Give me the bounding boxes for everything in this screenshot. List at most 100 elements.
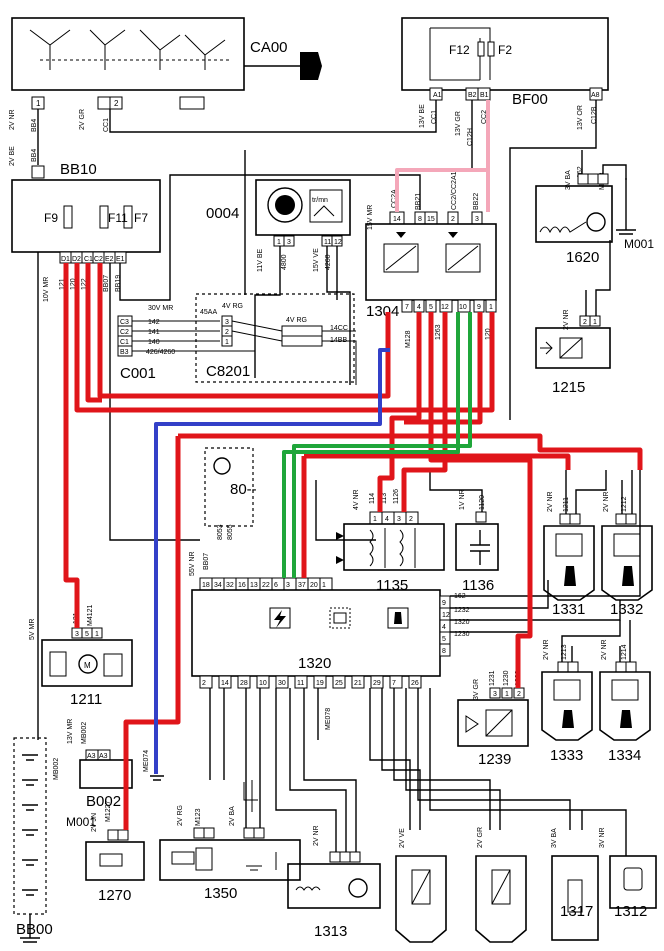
ecu-right-pins-pin-label: 9 (442, 600, 446, 607)
c1331-label: 1331 (552, 601, 585, 618)
fuse-f2: F2 (498, 43, 512, 57)
bb00-label: BB00 (16, 921, 53, 938)
bf00-label: BF00 (512, 91, 548, 108)
svg-text:4: 4 (385, 516, 389, 523)
ecu-bottom-pins-pin-label: 28 (240, 680, 248, 687)
svg-text:141: 141 (148, 329, 160, 336)
wire-blue (154, 348, 390, 774)
fuse-f9: F9 (44, 211, 58, 225)
bf00-box (401, 17, 609, 91)
fuel-pump-icon (103, 653, 123, 677)
ca00-pin-2b (109, 96, 123, 110)
svg-text:3: 3 (287, 239, 291, 246)
pump-icon (586, 212, 606, 232)
svg-text:121: 121 (59, 278, 66, 290)
svg-text:A3: A3 (99, 753, 108, 760)
svg-text:2V NR: 2V NR (547, 491, 554, 512)
svg-text:2V VE: 2V VE (399, 828, 406, 848)
svg-text:2V JN: 2V JN (91, 813, 98, 832)
svg-text:1320: 1320 (454, 619, 470, 626)
svg-text:11: 11 (324, 239, 331, 246)
wire-red-9 (123, 436, 181, 830)
svg-text:BB4: BB4 (31, 149, 38, 162)
svg-text:14CC: 14CC (330, 325, 348, 332)
c1239-box (457, 699, 529, 747)
c8201-label: C8201 (206, 363, 250, 380)
svg-text:8: 8 (418, 216, 422, 223)
ca00-pin-2a (97, 96, 111, 110)
ecu-bottom-pins-pin-label: 14 (221, 680, 229, 687)
svg-text:2V GR: 2V GR (477, 827, 484, 848)
svg-text:1232: 1232 (454, 607, 470, 614)
svg-text:140: 140 (148, 339, 160, 346)
svg-text:1: 1 (505, 691, 509, 698)
ecu-bottom-pins-pin (313, 675, 327, 689)
c1620-box (535, 185, 613, 243)
svg-text:4800: 4800 (281, 254, 288, 270)
c1332-label: 1332 (610, 601, 643, 618)
svg-text:E2: E2 (105, 256, 114, 263)
ecu-bottom-pins-pin (351, 675, 365, 689)
diode-icon (396, 232, 458, 238)
ecu-top-pins-pin-label: 22 (262, 582, 270, 589)
ca00-label: CA00 (250, 39, 288, 56)
svg-text:2V BA: 2V BA (229, 806, 236, 826)
svg-text:5: 5 (429, 304, 433, 311)
component-1331: 2V NR 1211 1331 (543, 491, 595, 618)
svg-text:1212: 1212 (621, 496, 628, 512)
svg-text:10V MR: 10V MR (43, 277, 50, 302)
fuse-f7: F7 (134, 211, 148, 225)
gear-icon (213, 457, 231, 475)
component-1332: 2V NR 1212 1332 (601, 491, 653, 618)
svg-text:M: M (84, 661, 91, 670)
ca00-switch: CA00 (11, 17, 322, 91)
svg-text:BB21: BB21 (415, 193, 422, 210)
wire-red-1 (63, 263, 80, 628)
svg-text:3: 3 (225, 319, 229, 326)
ecu-top-pins-pin-label: 3 (286, 582, 290, 589)
svg-text:1: 1 (277, 239, 281, 246)
svg-text:2: 2 (114, 99, 119, 108)
svg-text:B1: B1 (480, 92, 489, 99)
svg-text:3V BA: 3V BA (565, 170, 572, 190)
wire-green-1 (292, 312, 472, 578)
svg-text:M1227: M1227 (105, 800, 112, 822)
ca00-conn-left: 2V NR (9, 109, 16, 130)
c1304-label: 1304 (366, 303, 399, 320)
fuse-f11: F11 (108, 211, 128, 225)
capacitor-icon (470, 530, 490, 565)
svg-text:B3: B3 (120, 349, 129, 356)
ecu-bottom-pins-pin (294, 675, 308, 689)
svg-text:M123: M123 (195, 808, 202, 826)
svg-text:15: 15 (427, 216, 435, 223)
svg-text:2V NR: 2V NR (313, 825, 320, 846)
svg-text:3: 3 (475, 216, 479, 223)
svg-text:CC2A: CC2A (391, 189, 398, 208)
svg-text:tr/mn: tr/mn (312, 197, 328, 204)
svg-text:C3: C3 (120, 319, 129, 326)
wire-red-3 (85, 263, 102, 403)
svg-text:1: 1 (225, 339, 229, 346)
component-1136: 1V NR 1120 1136 (455, 489, 499, 594)
svg-text:120: 120 (70, 278, 77, 290)
svg-text:55V NR: 55V NR (189, 551, 196, 576)
svg-text:113: 113 (381, 493, 388, 504)
svg-text:3V GR: 3V GR (473, 679, 480, 700)
c1313-label: 1313 (314, 923, 347, 940)
ecu-bottom-pins-pin (237, 675, 251, 689)
svg-text:BB07: BB07 (103, 275, 110, 292)
wire-red-10 (301, 453, 571, 578)
shield-wire (243, 780, 258, 812)
component-0004: 0004 tr/mn (206, 179, 351, 236)
key-icon (300, 52, 322, 80)
svg-text:CC1: CC1 (431, 110, 438, 124)
svg-text:3: 3 (75, 631, 79, 638)
ecu-bottom-pins-pin-label: 10 (259, 680, 267, 687)
svg-text:11V BE: 11V BE (257, 248, 264, 272)
svg-text:1230: 1230 (454, 631, 470, 638)
svg-text:12: 12 (334, 239, 342, 246)
svg-text:1: 1 (373, 516, 377, 523)
